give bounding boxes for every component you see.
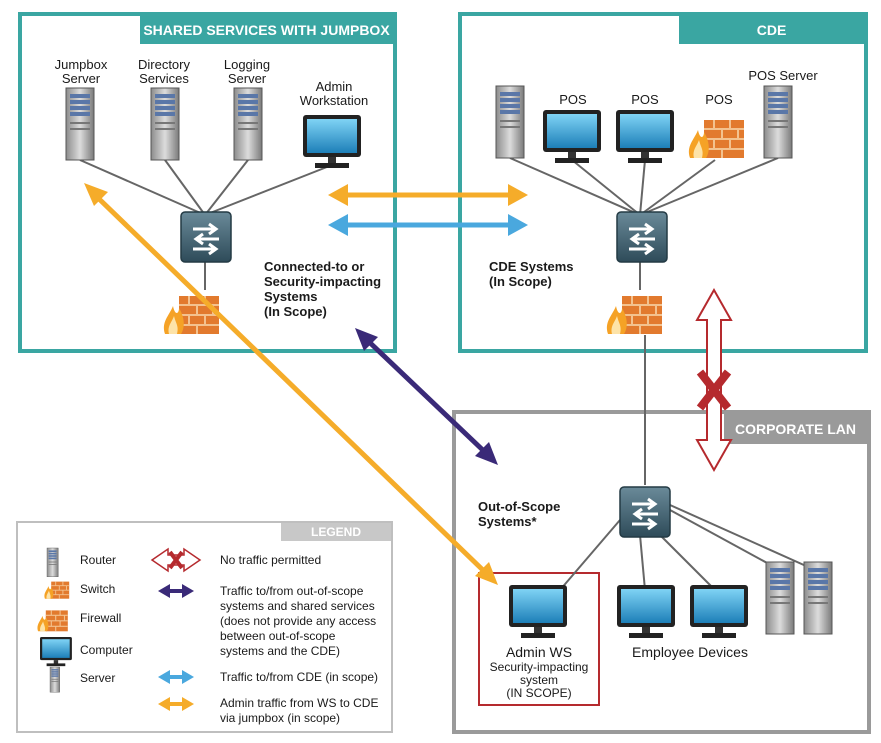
legend-no-traffic-icon — [150, 547, 202, 573]
cde-links — [509, 157, 779, 485]
corporate-switch-icon — [618, 485, 672, 539]
pos1-icon — [543, 110, 601, 163]
legend-computer-icon — [40, 637, 72, 667]
cde-firewall-icon — [605, 295, 663, 335]
shared-services-zone: SHARED SERVICES WITH JUMPBOX — [18, 12, 397, 353]
legend-switch-icon — [43, 581, 70, 600]
admin-ws-box — [478, 572, 600, 706]
legend-router-label: Router — [80, 553, 117, 567]
pos3-label: POS — [705, 92, 733, 107]
pos1-label: POS — [559, 92, 587, 107]
legend-purple-text: Traffic to/from out-of-scope systems and… — [220, 584, 377, 658]
admin-ws-title: Admin WS — [505, 644, 573, 660]
legend-computer-label: Computer — [80, 643, 133, 657]
legend-firewall-icon — [36, 609, 69, 632]
purple-out-of-scope-arrow — [355, 328, 498, 465]
pos3-firewall-icon — [687, 119, 745, 159]
legend-purple-arrow-icon — [158, 584, 194, 598]
cde-zone: CDE — [458, 12, 868, 353]
legend-switch-label: Switch — [80, 582, 116, 596]
employee-server-1-icon — [765, 561, 795, 635]
pos-server-label: POS Server — [748, 68, 818, 83]
admin-ws-icon — [509, 585, 567, 638]
corporate-lan-title: CORPORATE LAN — [724, 414, 867, 444]
blue-cde-arrow — [328, 214, 528, 236]
shared-firewall-icon — [162, 295, 220, 335]
legend-server-label: Server — [80, 671, 116, 685]
corporate-links — [559, 504, 816, 591]
cde-title: CDE — [679, 16, 864, 44]
admin-workstation-label: Admin Workstation — [299, 79, 369, 108]
legend-title: LEGEND — [281, 523, 391, 541]
legend-router-icon — [46, 547, 59, 577]
legend-server-icon — [49, 666, 60, 693]
connected-systems-label: Connected-to or Security-impacting Syste… — [264, 259, 382, 319]
admin-workstation-icon — [303, 115, 361, 168]
legend-box: LEGEND — [16, 521, 393, 733]
legend-orange-text: Admin traffic from WS to CDE via jumpbox… — [220, 696, 379, 725]
pos2-label: POS — [631, 92, 659, 107]
employee-devices-label: Employee Devices — [632, 644, 748, 660]
no-traffic-arrow — [695, 287, 733, 473]
jumpbox-server-icon — [65, 87, 95, 161]
shared-links — [79, 159, 333, 290]
cde-switch-icon — [615, 210, 669, 264]
shared-services-title: SHARED SERVICES WITH JUMPBOX — [140, 16, 393, 44]
legend-arrows — [150, 547, 202, 711]
legend-orange-arrow-icon — [158, 697, 194, 711]
orange-cde-arrow — [328, 184, 528, 206]
employee-server-2-icon — [803, 561, 833, 635]
legend-icons — [36, 547, 72, 693]
legend-no-traffic-text: No traffic permitted — [220, 553, 322, 567]
legend-firewall-label: Firewall — [80, 611, 122, 625]
orange-admin-arrow — [84, 183, 498, 585]
employee-device-1-icon — [617, 585, 675, 638]
cde-server-icon — [495, 85, 525, 159]
shared-switch-icon — [179, 210, 233, 264]
legend-blue-arrow-icon — [158, 670, 194, 684]
corporate-lan-zone: CORPORATE LAN — [452, 410, 871, 734]
jumpbox-server-label: Jumpbox Server — [54, 57, 108, 86]
out-of-scope-label: Out-of-Scope Systems* — [478, 499, 561, 529]
directory-server-icon — [150, 87, 180, 161]
logging-server-label: Logging Server — [223, 57, 271, 86]
logging-server-icon — [233, 87, 263, 161]
pos2-icon — [616, 110, 674, 163]
cde-systems-label: CDE Systems (In Scope) — [489, 259, 574, 289]
admin-ws-subtitle: Security-impacting system (IN SCOPE) — [489, 660, 589, 700]
legend-blue-text: Traffic to/from CDE (in scope) — [220, 670, 379, 684]
employee-device-2-icon — [690, 585, 748, 638]
pos-server-icon — [763, 85, 793, 159]
directory-services-label: Directory Services — [137, 57, 190, 86]
